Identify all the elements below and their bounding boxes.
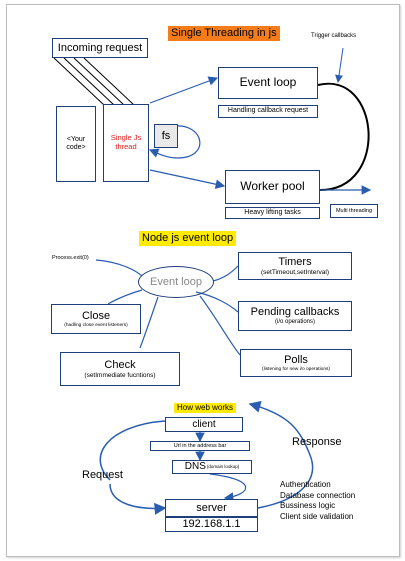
server-box: server — [165, 499, 258, 517]
section2-title: Node js event loop — [139, 231, 237, 246]
timers-title: Timers — [278, 255, 312, 268]
thread-to-eventloop-arrow — [149, 76, 219, 104]
check-subtitle: (setImmediate fucntions) — [84, 371, 156, 379]
polls-subtitle: (listening for new i/o operations) — [262, 366, 330, 372]
your-code-box: <Your code> — [56, 106, 96, 182]
heavy-lifting-label: Heavy lifting tasks — [225, 207, 320, 219]
incoming-request-lines — [53, 57, 135, 106]
incoming-request-box: Incoming request — [52, 38, 148, 58]
response-label: Response — [292, 436, 342, 448]
event-loop-ellipse: Event loop — [138, 266, 214, 298]
section3-title: How web works — [174, 403, 237, 413]
server-task-item: Client side validation — [280, 511, 354, 521]
client-box: client — [165, 417, 243, 432]
trigger-callbacks-loop — [317, 82, 370, 191]
check-title: Check — [104, 358, 136, 371]
close-subtitle: (hadling close event listeners) — [64, 322, 128, 328]
process-exit-label: Process.exit(0) — [52, 255, 89, 261]
check-box: Check (setImmediate fucntions) — [60, 352, 180, 386]
pending-callbacks-box: Pending callbacks (i/o operations) — [238, 301, 352, 331]
page-frame — [6, 4, 400, 557]
server-task-item: Bussiness logic — [280, 501, 336, 510]
timers-box: Timers (setTimeout,setInterval) — [238, 252, 352, 280]
server-task-item: Authentication — [280, 480, 331, 489]
polls-title: Polls — [284, 353, 308, 366]
dns-box: DNS (domain lookup) — [172, 460, 252, 474]
server-task-item: Database connection — [280, 490, 356, 500]
polls-box: Polls (listening for new i/o operations) — [240, 349, 352, 377]
close-box: Close (hadling close event listeners) — [51, 304, 141, 334]
worker-pool-box: Worker pool — [225, 170, 320, 204]
timers-subtitle: (setTimeout,setInterval) — [260, 268, 330, 276]
server-tasks-list: Authentication Database connection Bussi… — [280, 480, 355, 522]
url-label: Url in the address bar — [150, 441, 250, 451]
fs-callback-loop — [148, 125, 201, 159]
event-loop-box: Event loop — [218, 67, 318, 99]
request-label: Request — [82, 469, 123, 481]
pending-callbacks-subtitle: (i/o operations) — [274, 318, 316, 325]
dns-to-server-arrow — [209, 473, 247, 502]
pending-callbacks-title: Pending callbacks — [250, 306, 340, 319]
single-js-thread-box: Single Js thread — [103, 104, 149, 182]
dns-title: DNS — [184, 461, 206, 473]
ip-address-box: 192.168.1.1 — [165, 517, 258, 532]
handling-callback-label: Handling callback request — [218, 105, 318, 118]
thread-to-workerpool-arrow — [149, 169, 226, 189]
section1-title: Single Threading in js — [168, 26, 280, 41]
close-title: Close — [81, 309, 111, 322]
trigger-callbacks-label: Trigger callbacks — [311, 33, 357, 39]
request-to-server-arrow — [109, 483, 167, 515]
fs-box: fs — [154, 124, 178, 148]
trigger-callbacks-arrow — [335, 47, 344, 83]
response-flow-loop — [248, 401, 314, 509]
dns-subtitle: (domain lookup) — [206, 464, 240, 470]
request-flow-loop — [99, 420, 166, 481]
multi-threading-label: Multi threading — [330, 204, 378, 218]
